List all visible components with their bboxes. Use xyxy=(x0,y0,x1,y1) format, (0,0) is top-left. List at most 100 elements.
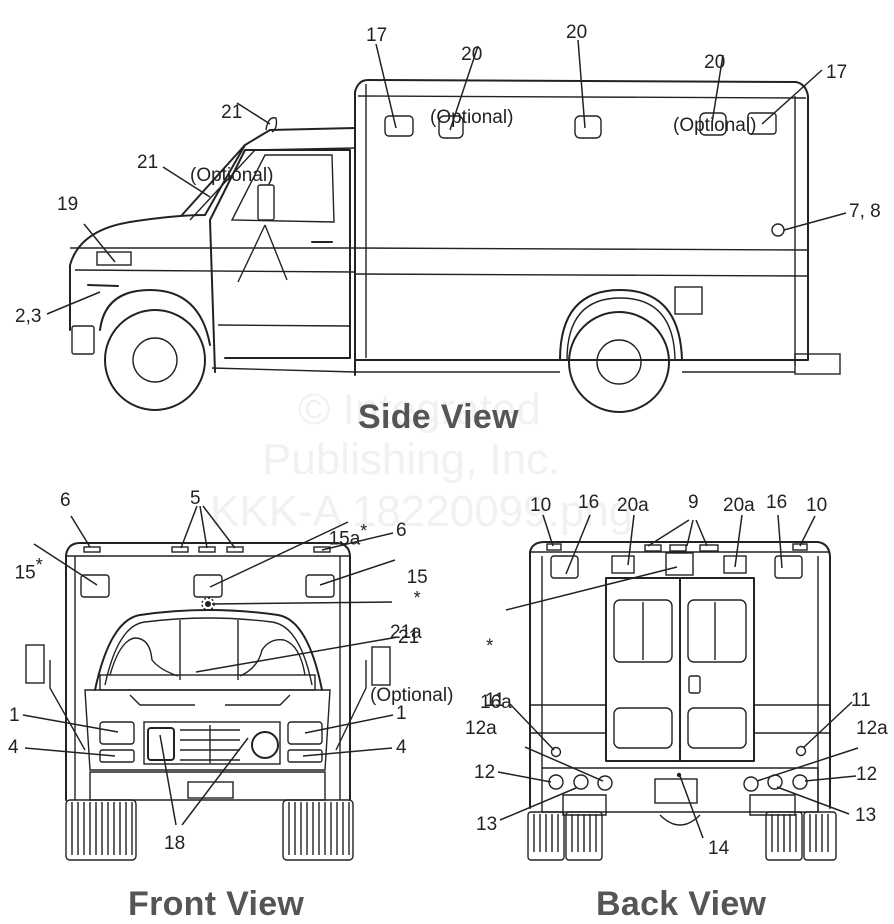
back-door-lower-right xyxy=(687,707,747,749)
front-clearance-left xyxy=(83,546,101,553)
back-door-window-left xyxy=(613,599,673,663)
side-marker-19 xyxy=(96,251,132,266)
label-front-21: 21 xyxy=(398,627,420,648)
title-side-view: Side View xyxy=(358,398,519,436)
front-clearance-right xyxy=(313,546,331,553)
back-id-light-3 xyxy=(699,544,719,552)
front-turn-left xyxy=(99,749,135,763)
label-back-20a-right: 20a xyxy=(723,495,755,516)
front-grille-light-right xyxy=(251,731,279,759)
asterisk-mark: * xyxy=(486,636,494,657)
title-front-view: Front View xyxy=(128,885,305,923)
label-front-6-right: 6 xyxy=(396,520,407,541)
label-number: 20 xyxy=(704,52,726,73)
side-flood-light-mid xyxy=(574,115,602,139)
label-back-16-left: 16 xyxy=(578,492,600,513)
label-back-14: 14 xyxy=(708,838,730,859)
label-front-4-left: 4 xyxy=(8,737,19,758)
label-front-18: 18 xyxy=(164,833,186,854)
front-tire-right xyxy=(282,799,354,861)
front-warning-right xyxy=(305,574,335,598)
side-flood-light-front xyxy=(438,115,464,139)
front-tire-left xyxy=(65,799,137,861)
front-view-drawing xyxy=(22,505,399,861)
label-side-20-mid: 20 xyxy=(566,22,588,43)
label-back-12a-left: 12a xyxy=(465,718,497,739)
side-clearance-light-front xyxy=(384,115,414,137)
label-side-7-8: 7, 8 xyxy=(849,201,881,222)
label-front-6-left: 6 xyxy=(60,490,71,511)
label-back-11-left: 11 xyxy=(485,690,505,711)
front-license-plate xyxy=(187,781,234,799)
label-back-10-right: 10 xyxy=(806,495,828,516)
back-warning-center xyxy=(665,552,694,576)
front-turn-right xyxy=(287,749,323,763)
back-tires-left xyxy=(527,811,603,861)
label-back-11-right: 11 xyxy=(851,690,871,711)
watermark-line-1: © Integrated xyxy=(298,385,541,434)
label-front-15a: 15a* xyxy=(318,500,368,550)
back-clearance-left xyxy=(546,543,562,551)
label-number: 21 xyxy=(221,102,243,123)
label-side-21-optional: 21 (Optional) xyxy=(190,60,273,207)
label-front-4-right: 4 xyxy=(396,737,407,758)
label-number: 21a xyxy=(390,622,422,643)
label-side-17-rear: 17 xyxy=(826,62,848,83)
label-number: 15a xyxy=(328,528,361,550)
asterisk-mark: * xyxy=(413,588,421,608)
front-mirror-left xyxy=(25,644,45,684)
label-front-21a-optional: 21a (Optional) xyxy=(370,580,453,727)
back-tail-left xyxy=(548,774,564,790)
side-compartment-door xyxy=(674,286,703,315)
label-side-20-rear-optional: 20 (Optional) xyxy=(673,10,756,157)
back-turn-left xyxy=(573,774,589,790)
label-back-9: 9 xyxy=(688,492,699,513)
label-front-15-right: 15 * xyxy=(396,546,428,616)
back-flood-left xyxy=(611,555,635,574)
asterisk-mark: * xyxy=(35,555,43,575)
label-number: 16a xyxy=(480,692,512,713)
front-grille-light-left xyxy=(147,727,175,761)
side-clearance-light-rear xyxy=(747,112,777,135)
back-marker-right xyxy=(795,745,807,757)
label-front-1-left: 1 xyxy=(9,705,20,726)
label-front-15-left: 15* xyxy=(4,534,43,583)
front-mirror-right xyxy=(371,646,391,686)
back-view-drawing xyxy=(497,514,859,861)
side-view-drawing xyxy=(46,39,847,413)
label-number: 20 xyxy=(461,44,483,65)
label-front-5: 5 xyxy=(190,488,201,509)
label-back-12-left: 12 xyxy=(474,762,496,783)
label-back-10-left: 10 xyxy=(530,495,552,516)
front-id-light-1 xyxy=(171,546,189,553)
back-tires-right xyxy=(765,811,837,861)
label-number: 15 xyxy=(14,562,36,584)
label-back-16a: * 16a xyxy=(480,596,512,734)
side-rear-marker-light xyxy=(771,223,785,237)
label-note: (Optional) xyxy=(190,165,274,186)
back-license-plate xyxy=(654,778,698,804)
back-door-window-right xyxy=(687,599,747,663)
label-side-20-front-optional: 20 (Optional) xyxy=(430,2,513,149)
label-back-13-left: 13 xyxy=(476,814,498,835)
back-door-handle xyxy=(688,675,701,694)
back-marker-left xyxy=(550,746,562,758)
back-backup-right xyxy=(743,776,759,792)
label-back-12-right: 12 xyxy=(856,764,878,785)
back-id-light-2 xyxy=(669,544,687,552)
asterisk-mark: * xyxy=(360,521,368,541)
back-warning-left xyxy=(550,555,579,579)
label-note: (Optional) xyxy=(673,115,757,136)
label-number: 15 xyxy=(406,567,428,588)
back-warning-right xyxy=(774,555,803,579)
front-warning-left xyxy=(80,574,110,598)
back-clearance-right xyxy=(792,543,808,551)
label-back-12a-right: 12a xyxy=(856,718,888,739)
back-backup-left xyxy=(597,775,613,791)
watermark-line-3: KKK-A 18220099.png xyxy=(210,487,634,536)
back-flood-right xyxy=(723,555,747,574)
back-tail-right xyxy=(792,774,808,790)
back-id-light-1 xyxy=(644,544,662,552)
label-side-2-3: 2,3 xyxy=(15,306,42,327)
label-side-21-windshield: 21 xyxy=(137,152,159,173)
